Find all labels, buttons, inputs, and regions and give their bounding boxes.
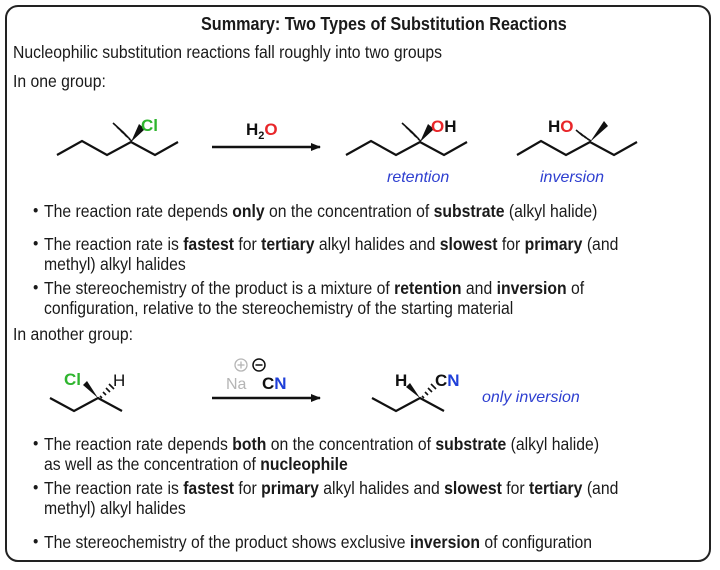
product-retention-molecule: OH retention bbox=[345, 117, 468, 186]
text-segment: (alkyl halide) bbox=[506, 434, 600, 454]
only-inversion-caption: only inversion bbox=[482, 389, 580, 406]
hydroxyl-label: OH bbox=[431, 117, 457, 136]
group1-reaction-arrow: H2O bbox=[212, 120, 321, 151]
text-segment: on the concentration of bbox=[266, 434, 436, 454]
bold-term: only bbox=[232, 201, 265, 221]
hashed-bond bbox=[575, 129, 592, 142]
bullet-dot: • bbox=[33, 278, 39, 297]
text-segment: of bbox=[566, 278, 585, 298]
carbon-chain bbox=[371, 396, 445, 413]
group1-bullet-3: The stereochemistry of the product is a … bbox=[44, 278, 584, 318]
bullet-dot: • bbox=[33, 234, 39, 253]
hydrogen-label: H bbox=[395, 371, 407, 390]
text-segment: on the concentration of bbox=[264, 201, 434, 221]
hashed-bond bbox=[112, 122, 133, 142]
bullet-dot: • bbox=[33, 434, 39, 453]
hydroxyl-label: HO bbox=[548, 117, 574, 136]
text-segment: for bbox=[233, 234, 262, 254]
text-segment: (and bbox=[582, 478, 619, 498]
wedge-bond bbox=[83, 381, 98, 398]
wedge-bond bbox=[590, 121, 608, 142]
negative-charge-icon bbox=[252, 358, 266, 372]
wedge-bond bbox=[420, 124, 434, 142]
nitrile-label: CN bbox=[435, 371, 460, 390]
intro-text: Nucleophilic substitution reactions fall… bbox=[13, 42, 442, 62]
summary-frame bbox=[5, 5, 711, 562]
text-segment: The reaction rate is bbox=[44, 478, 184, 498]
text-segment: (and bbox=[582, 234, 619, 254]
group2-bullet-2: The reaction rate is fastest for primary… bbox=[44, 478, 618, 518]
wedge-bond bbox=[131, 124, 145, 142]
group2-reaction-arrow: Na CN bbox=[212, 358, 321, 402]
bold-term: tertiary bbox=[529, 478, 583, 498]
chlorine-label: Cl bbox=[64, 370, 81, 389]
text-segment: alkyl halides and bbox=[314, 234, 440, 254]
bullet-dot: • bbox=[33, 201, 39, 220]
carbon-chain bbox=[56, 139, 179, 157]
bold-term: slowest bbox=[439, 234, 498, 254]
inversion-caption: inversion bbox=[540, 169, 604, 186]
text-segment: The reaction rate is bbox=[44, 234, 184, 254]
text-segment: for bbox=[501, 478, 530, 498]
bold-term: inversion bbox=[409, 532, 480, 552]
text-segment: methyl) alkyl halides bbox=[44, 254, 186, 274]
carbon-chain bbox=[345, 139, 468, 157]
text-segment: of configuration bbox=[479, 532, 593, 552]
bold-term: inversion bbox=[496, 278, 567, 298]
bold-term: both bbox=[232, 434, 267, 454]
bold-term: fastest bbox=[183, 478, 234, 498]
cyanide-anion: CN bbox=[262, 374, 287, 393]
text-segment: The reaction rate depends bbox=[44, 201, 233, 221]
sodium-cation: Na bbox=[226, 376, 247, 393]
text-segment: as well as the concentration of bbox=[44, 454, 261, 474]
bold-term: retention bbox=[394, 278, 462, 298]
text-segment: (alkyl halide) bbox=[504, 201, 598, 221]
hashed-bond bbox=[421, 383, 437, 399]
group2-heading: In another group: bbox=[13, 324, 133, 344]
bold-term: tertiary bbox=[261, 234, 315, 254]
bold-term: nucleophile bbox=[260, 454, 348, 474]
bold-term: slowest bbox=[444, 478, 502, 498]
group1-substrate-molecule: Cl bbox=[56, 116, 179, 157]
bold-term: substrate bbox=[435, 434, 507, 454]
text-segment: The stereochemistry of the product shows… bbox=[44, 532, 410, 552]
water-reagent: H2O bbox=[246, 120, 278, 142]
carbon-chain bbox=[49, 396, 123, 413]
hydrogen-label: H bbox=[113, 371, 125, 390]
chlorine-label: Cl bbox=[141, 116, 158, 135]
group1-bullet-1: The reaction rate depends only on the co… bbox=[44, 201, 597, 221]
bold-term: substrate bbox=[433, 201, 505, 221]
text-segment: The stereochemistry of the product is a … bbox=[44, 278, 395, 298]
positive-charge-icon bbox=[234, 358, 248, 372]
group2-substrate-molecule: Cl H bbox=[49, 370, 125, 413]
wedge-bond bbox=[406, 383, 420, 398]
bullet-dot: • bbox=[33, 532, 39, 551]
text-segment: The reaction rate depends bbox=[44, 434, 233, 454]
bold-term: fastest bbox=[183, 234, 234, 254]
bold-term: primary bbox=[524, 234, 583, 254]
carbon-chain bbox=[516, 139, 638, 157]
bold-term: primary bbox=[261, 478, 319, 498]
text-segment: and bbox=[461, 278, 497, 298]
group1-heading: In one group: bbox=[13, 71, 106, 91]
text-segment: for bbox=[233, 478, 262, 498]
group1-bullet-2: The reaction rate is fastest for tertiar… bbox=[44, 234, 618, 274]
product-inversion-molecule: HO inversion bbox=[516, 117, 638, 186]
text-segment: for bbox=[497, 234, 525, 254]
text-segment: methyl) alkyl halides bbox=[44, 498, 186, 518]
group2-product-molecule: H CN only inversion bbox=[371, 371, 580, 413]
group2-bullet-1: The reaction rate depends both on the co… bbox=[44, 434, 599, 474]
page-title: Summary: Two Types of Substitution React… bbox=[201, 14, 567, 34]
retention-caption: retention bbox=[387, 169, 449, 186]
hashed-bond bbox=[99, 383, 115, 399]
text-segment: alkyl halides and bbox=[318, 478, 445, 498]
bullet-dot: • bbox=[33, 478, 39, 497]
text-segment: configuration, relative to the stereoche… bbox=[44, 298, 514, 318]
group2-bullet-3: The stereochemistry of the product shows… bbox=[44, 532, 592, 552]
hashed-bond bbox=[401, 122, 422, 142]
